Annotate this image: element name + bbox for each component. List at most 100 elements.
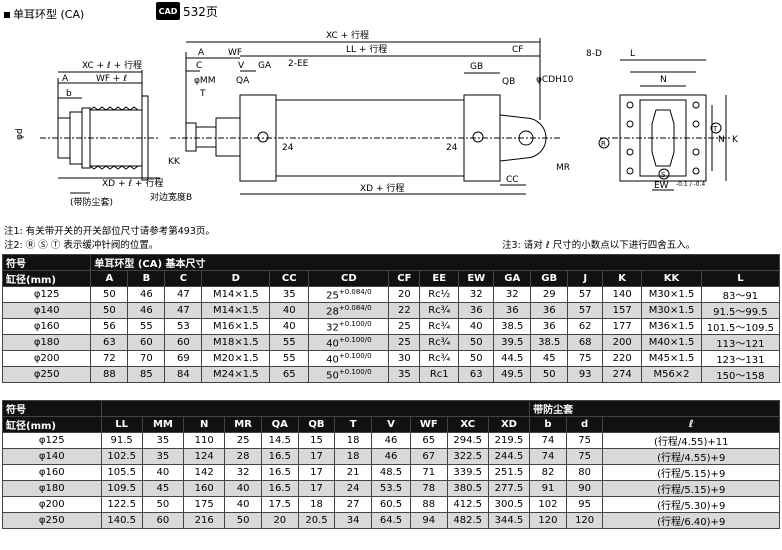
table-cell: 17 [297, 464, 336, 481]
column-header: J [567, 270, 604, 287]
table-cell: 219.5 [487, 432, 531, 449]
table-cell: 120 [565, 512, 604, 529]
table-cell: 50 [141, 496, 185, 513]
table-cell: (行程/5.30)+9 [602, 496, 780, 513]
table-cell: M18×1.5 [201, 334, 271, 351]
table-cell: 34 [334, 512, 372, 529]
table-cell: 16.5 [260, 464, 299, 481]
table-cell: 102 [529, 496, 567, 513]
label-r: R [601, 140, 606, 148]
table-cell: 60 [141, 512, 185, 529]
label-k: K [732, 135, 739, 145]
table-cell: 16.5 [260, 480, 299, 497]
table-cell: 83～91 [700, 286, 781, 303]
column-header: CD [308, 270, 390, 287]
table-cell: 95 [565, 496, 604, 513]
label-xc: XC + 行程 [326, 29, 369, 41]
table-cell: 45 [530, 350, 569, 367]
table-cell: 36 [493, 302, 532, 319]
table-cell: 175 [183, 496, 226, 513]
label-qb: QB [502, 77, 515, 87]
label-kk: KK [168, 157, 181, 167]
table-cell: 74 [529, 448, 567, 465]
label-cc: CC [506, 175, 519, 185]
table-cell: 62 [567, 318, 604, 335]
label-c: C [196, 61, 202, 71]
table-cell: 46 [127, 302, 166, 319]
column-header: A [90, 270, 129, 287]
table-cell: 25+0.084/0 [308, 286, 390, 303]
symbol-label-2: 符号 [2, 400, 102, 417]
table-cell: 94 [409, 512, 448, 529]
column-header: B [127, 270, 166, 287]
table-cell: 294.5 [446, 432, 489, 449]
table-cell: 15 [297, 432, 336, 449]
table-cell: 75 [567, 350, 604, 367]
table-cell: 88 [90, 366, 129, 383]
bore-size-cell: φ250 [2, 512, 102, 529]
note-2: 注2: Ⓡ Ⓢ Ⓣ 表示缓冲针阀的位置。 [4, 240, 159, 251]
label-b: b [66, 89, 72, 99]
technical-drawing: XC + ℓ + 行程 A WF + ℓ b φd XD + ℓ + 行程 (带… [15, 29, 739, 208]
cad-reference[interactable]: CAD 532页 [156, 2, 218, 20]
table-cell: 75 [565, 448, 604, 465]
bullet-icon [4, 12, 10, 18]
table-cell: 142 [183, 464, 226, 481]
table-cell: 300.5 [487, 496, 531, 513]
table-cell: 140 [602, 286, 643, 303]
section-title-text: 单耳环型 (CA) [13, 8, 85, 21]
table-cell: 57 [567, 286, 604, 303]
table-cell: 47 [164, 286, 203, 303]
table-cell: 50 [458, 334, 495, 351]
note-3: 注3: 请对 ℓ 尺寸的小数点以下进行四舍五入。 [502, 240, 696, 251]
label-24-right: 24 [446, 143, 458, 153]
table1-title-row: 符号 单耳环型 (CA) 基本尺寸 [1, 254, 780, 271]
table-cell: 36 [458, 302, 495, 319]
table-cell: 88 [409, 496, 448, 513]
table-cell: M16×1.5 [201, 318, 271, 335]
table-cell: 17.5 [260, 496, 299, 513]
table-cell: 482.5 [446, 512, 489, 529]
label-wf-l: WF + ℓ [96, 74, 127, 84]
table-cell: 75 [565, 432, 604, 449]
table-cell: 40 [224, 496, 262, 513]
table-cell: 60 [164, 334, 203, 351]
table-cell: 20.5 [297, 512, 336, 529]
table-cell: Rc¾ [419, 318, 460, 335]
table-cell: 40 [269, 318, 310, 335]
table-cell: 150～158 [700, 366, 781, 383]
table-cell: Rc¾ [419, 334, 460, 351]
table-cell: (行程/4.55)+9 [602, 448, 780, 465]
table-cell: 35 [269, 286, 310, 303]
section-title: 单耳环型 (CA) [4, 6, 84, 22]
bellows-view [40, 70, 160, 194]
table-cell: 124 [183, 448, 226, 465]
column-header: b [529, 416, 567, 433]
table-cell: Rc½ [419, 286, 460, 303]
table-cell: 45 [141, 480, 185, 497]
table-cell: 14.5 [260, 432, 299, 449]
table-cell: 101.5～109.5 [700, 318, 781, 335]
t-marker-icon [710, 122, 722, 134]
table-cell: 220 [602, 350, 643, 367]
table-cell: 339.5 [446, 464, 489, 481]
table-cell: Rc¾ [419, 302, 460, 319]
note-1: 注1: 有关带开关的开关部位尺寸请参考第493页。 [4, 226, 215, 237]
table-cell: M40×1.5 [641, 334, 702, 351]
table-cell: 50 [458, 350, 495, 367]
column-header: KK [641, 270, 702, 287]
table-cell: 40 [224, 480, 262, 497]
table-cell: 24 [334, 480, 372, 497]
table-cell: 18 [334, 432, 372, 449]
table-cell: M14×1.5 [201, 286, 271, 303]
table-cell: 35 [388, 366, 421, 383]
table-cell: 35 [141, 448, 185, 465]
table-cell: 50 [224, 512, 262, 529]
table-cell: 72 [90, 350, 129, 367]
